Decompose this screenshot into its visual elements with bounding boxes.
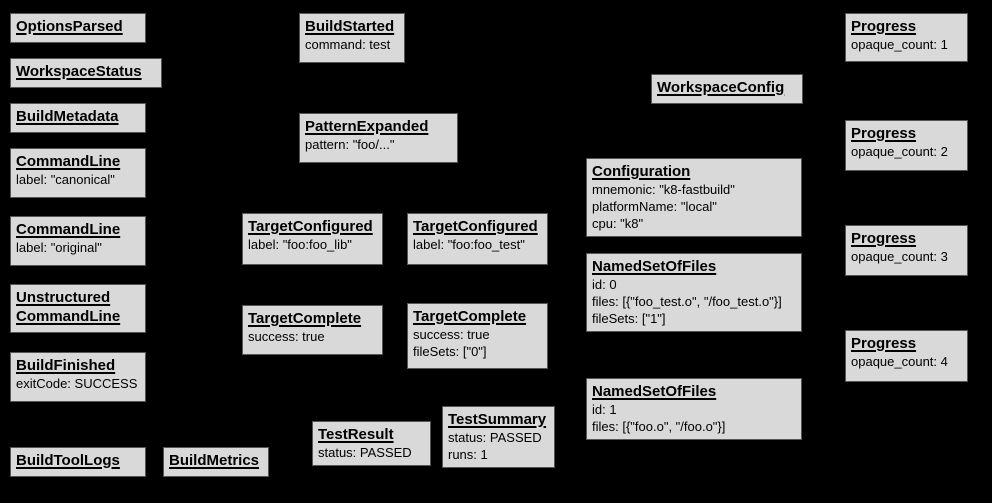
node-build-metadata: BuildMetadata	[10, 103, 146, 133]
node-build-finished: BuildFinished exitCode: SUCCESS	[10, 352, 146, 402]
node-title: Progress	[851, 335, 917, 352]
node-attribute: id: 1	[592, 402, 617, 417]
node-attribute: success: true	[248, 329, 325, 344]
node-build-started: BuildStarted command: test	[299, 13, 405, 63]
node-attribute: pattern: "foo/..."	[305, 137, 395, 152]
node-attribute: fileSets: ["0"]	[413, 344, 487, 359]
node-progress-3: Progress opaque_count: 3	[845, 225, 968, 276]
node-attribute: mnemonic: "k8-fastbuild"	[592, 182, 735, 197]
node-title: WorkspaceConfig	[657, 79, 785, 96]
node-title: TargetConfigured	[413, 218, 538, 235]
node-progress-2: Progress opaque_count: 2	[845, 120, 968, 171]
node-attribute: runs: 1	[448, 447, 488, 462]
node-attribute: command: test	[305, 37, 391, 52]
node-title: TestSummary	[448, 411, 547, 428]
node-title: WorkspaceStatus	[16, 63, 142, 80]
node-options-parsed: OptionsParsed	[10, 13, 146, 43]
node-attribute: opaque_count: 4	[851, 354, 948, 369]
node-title: Configuration	[592, 163, 691, 180]
node-attribute: status: PASSED	[318, 445, 412, 460]
node-target-complete-foo-lib: TargetComplete success: true	[242, 305, 383, 355]
node-attribute: platformName: "local"	[592, 199, 717, 214]
node-workspace-config: WorkspaceConfig	[651, 74, 803, 104]
node-attribute: exitCode: SUCCESS	[16, 376, 138, 391]
node-unstructured-command-line: Unstructured CommandLine	[10, 284, 146, 333]
node-title: TargetComplete	[413, 308, 527, 325]
node-test-summary: TestSummary status: PASSED runs: 1	[442, 406, 555, 468]
node-title: Progress	[851, 230, 917, 247]
node-attribute: opaque_count: 3	[851, 249, 948, 264]
node-title: CommandLine	[16, 153, 121, 170]
node-title: BuildToolLogs	[16, 452, 120, 469]
node-title: TestResult	[318, 426, 394, 443]
node-title: OptionsParsed	[16, 18, 123, 35]
node-attribute: opaque_count: 1	[851, 37, 948, 52]
node-attribute: id: 0	[592, 277, 617, 292]
node-attribute: fileSets: ["1"]	[592, 311, 666, 326]
node-named-set-of-files-0: NamedSetOfFiles id: 0 files: [{"foo_test…	[586, 253, 802, 332]
node-title: NamedSetOfFiles	[592, 383, 717, 400]
node-title: PatternExpanded	[305, 118, 429, 135]
node-attribute: status: PASSED	[448, 430, 542, 445]
node-test-result: TestResult status: PASSED	[312, 421, 431, 466]
node-attribute: label: "canonical"	[16, 172, 115, 187]
node-title: Progress	[851, 125, 917, 142]
node-title: BuildMetrics	[169, 452, 260, 469]
node-title: NamedSetOfFiles	[592, 258, 717, 275]
node-title: BuildFinished	[16, 357, 116, 374]
node-progress-1: Progress opaque_count: 1	[845, 13, 968, 62]
node-title: Unstructured CommandLine	[16, 289, 121, 325]
node-title: TargetComplete	[248, 310, 362, 327]
node-title: TargetConfigured	[248, 218, 373, 235]
node-attribute: label: "foo:foo_test"	[413, 237, 525, 252]
node-command-line-original: CommandLine label: "original"	[10, 216, 146, 266]
node-build-tool-logs: BuildToolLogs	[10, 447, 146, 477]
node-command-line-canonical: CommandLine label: "canonical"	[10, 148, 146, 198]
node-attribute: opaque_count: 2	[851, 144, 948, 159]
node-attribute: cpu: "k8"	[592, 216, 644, 231]
node-title: BuildStarted	[305, 18, 395, 35]
node-named-set-of-files-1: NamedSetOfFiles id: 1 files: [{"foo.o", …	[586, 378, 802, 440]
node-attribute: label: "original"	[16, 240, 102, 255]
node-target-complete-foo-test: TargetComplete success: true fileSets: […	[407, 303, 548, 369]
node-title: CommandLine	[16, 221, 121, 238]
node-build-metrics: BuildMetrics	[163, 447, 269, 477]
node-attribute: files: [{"foo_test.o", "/foo_test.o"}]	[592, 294, 782, 309]
node-title: BuildMetadata	[16, 108, 119, 125]
node-title: Progress	[851, 18, 917, 35]
node-attribute: success: true	[413, 327, 490, 342]
node-target-configured-foo-test: TargetConfigured label: "foo:foo_test"	[407, 213, 548, 265]
node-pattern-expanded: PatternExpanded pattern: "foo/..."	[299, 113, 458, 163]
node-attribute: files: [{"foo.o", "/foo.o"}]	[592, 419, 726, 434]
node-target-configured-foo-lib: TargetConfigured label: "foo:foo_lib"	[242, 213, 383, 265]
node-attribute: label: "foo:foo_lib"	[248, 237, 352, 252]
node-configuration: Configuration mnemonic: "k8-fastbuild" p…	[586, 158, 802, 237]
node-progress-4: Progress opaque_count: 4	[845, 330, 968, 382]
node-workspace-status: WorkspaceStatus	[10, 58, 162, 88]
